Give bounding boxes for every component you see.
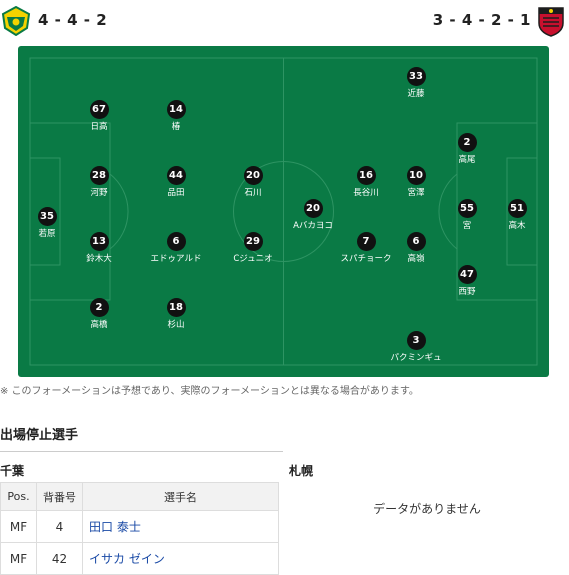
home-team-logo-icon <box>1 6 31 36</box>
home-player-8: 6 エドゥアルド <box>136 229 216 264</box>
player-number-badge: 28 <box>89 166 109 185</box>
player-number-badge: 14 <box>166 100 186 119</box>
player-number-badge: 29 <box>243 232 263 251</box>
pitch-markings <box>29 57 538 366</box>
suspension-section-title: 出場停止選手 <box>0 428 79 443</box>
player-number-badge: 44 <box>166 166 186 185</box>
row-pos: MF <box>0 510 37 543</box>
player-name: エドゥアルド <box>150 254 202 264</box>
player-number-badge: 55 <box>457 199 477 218</box>
player-number-badge: 6 <box>406 232 426 251</box>
player-name: 宮 <box>462 221 472 231</box>
player-name: 高木 <box>508 221 526 231</box>
table-row: MF 42 イサカ ゼイン <box>0 542 279 575</box>
player-name: 西野 <box>458 287 476 297</box>
player-number-badge: 51 <box>507 199 527 218</box>
player-name: 石川 <box>244 188 262 198</box>
player-number-badge: 20 <box>243 166 263 185</box>
player-name: 高橋 <box>90 320 108 330</box>
player-number-badge: 35 <box>37 207 57 226</box>
home-suspension-table: Pos. 背番号 選手名 MF 4 田口 泰士 MF 42 イサカ ゼイン <box>0 482 279 575</box>
player-number-badge: 47 <box>457 265 477 284</box>
formation-header: 4 - 4 - 2 3 - 4 - 2 - 1 <box>0 0 569 42</box>
player-number-badge: 2 <box>89 298 109 317</box>
away-player-9: 55 宮 <box>427 196 507 231</box>
row-number: 42 <box>36 542 83 575</box>
player-name: 日高 <box>90 122 108 132</box>
player-name: 河野 <box>90 188 108 198</box>
player-name: Aバカヨコ <box>293 221 333 231</box>
player-number-badge: 67 <box>89 100 109 119</box>
player-number-badge: 2 <box>457 133 477 152</box>
away-player-6: 10 宮澤 <box>376 163 456 198</box>
player-name: 鈴木大 <box>86 254 112 264</box>
player-name: 宮澤 <box>407 188 425 198</box>
player-number-badge: 20 <box>303 199 323 218</box>
home-player-9: 18 杉山 <box>136 295 216 330</box>
away-player-11: 51 高木 <box>477 196 557 231</box>
away-player-2: 33 近藤 <box>376 64 456 99</box>
player-number-badge: 13 <box>89 232 109 251</box>
player-number-badge: 6 <box>166 232 186 251</box>
player-name: 高尾 <box>458 155 476 165</box>
player-name: 若原 <box>38 229 56 239</box>
home-player-2: 67 日高 <box>59 97 139 132</box>
column-header-player: 選手名 <box>82 482 279 511</box>
away-player-5: 3 パクミンギュ <box>376 328 456 363</box>
player-number-badge: 7 <box>356 232 376 251</box>
player-number-badge: 18 <box>166 298 186 317</box>
player-link[interactable]: 田口 泰士 <box>82 510 279 543</box>
home-player-7: 44 品田 <box>136 163 216 198</box>
table-header-row: Pos. 背番号 選手名 <box>0 482 279 511</box>
formation-disclaimer: ※ このフォーメーションは予想であり、実際のフォーメーションとは異なる場合があり… <box>0 386 419 397</box>
away-player-7: 6 高嶺 <box>376 229 456 264</box>
player-name: 高嶺 <box>407 254 425 264</box>
player-number-badge: 16 <box>356 166 376 185</box>
away-team-logo-icon <box>538 7 564 37</box>
home-player-1: 35 若原 <box>7 204 87 239</box>
home-team-name: 千葉 <box>0 464 25 478</box>
player-link[interactable]: イサカ ゼイン <box>82 542 279 575</box>
column-header-number: 背番号 <box>36 482 83 511</box>
away-no-data-message: データがありません <box>373 502 481 516</box>
player-name: 杉山 <box>167 320 185 330</box>
away-team-name: 札幌 <box>289 464 314 478</box>
away-player-8: 2 高尾 <box>427 130 507 165</box>
player-name: Cジュニオ <box>233 254 273 264</box>
player-name: 近藤 <box>407 89 425 99</box>
player-number-badge: 10 <box>406 166 426 185</box>
away-player-4: 7 スパチョーク <box>326 229 406 264</box>
player-name: 椿 <box>171 122 181 132</box>
player-name: 長谷川 <box>353 188 379 198</box>
section-divider <box>0 451 283 452</box>
away-formation: 3 - 4 - 2 - 1 <box>432 11 531 29</box>
player-name: パクミンギュ <box>390 353 442 363</box>
player-number-badge: 33 <box>406 67 426 86</box>
home-formation: 4 - 4 - 2 <box>38 11 108 29</box>
home-player-5: 2 高橋 <box>59 295 139 330</box>
away-player-10: 47 西野 <box>427 262 507 297</box>
row-number: 4 <box>36 510 83 543</box>
table-row: MF 4 田口 泰士 <box>0 510 279 543</box>
home-player-6: 14 椿 <box>136 97 216 132</box>
player-name: 品田 <box>167 188 185 198</box>
column-header-pos: Pos. <box>0 482 37 511</box>
player-number-badge: 3 <box>406 331 426 350</box>
home-player-10: 20 石川 <box>213 163 293 198</box>
home-player-3: 28 河野 <box>59 163 139 198</box>
player-name: スパチョーク <box>340 254 392 264</box>
row-pos: MF <box>0 542 37 575</box>
away-player-3: 16 長谷川 <box>326 163 406 198</box>
home-player-4: 13 鈴木大 <box>59 229 139 264</box>
